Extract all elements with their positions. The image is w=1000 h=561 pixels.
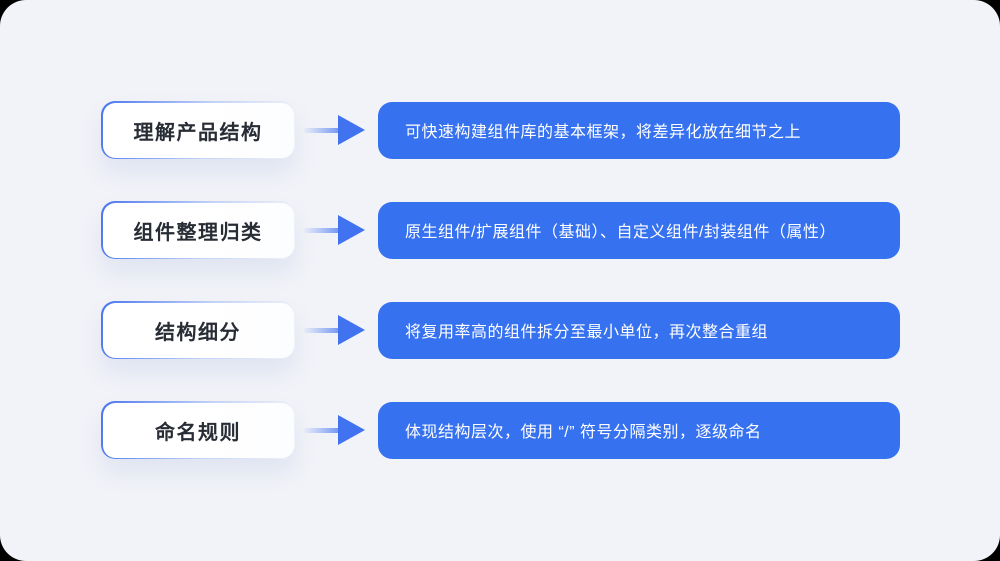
flow-row: 组件整理归类 原生组件/扩展组件（基础）、自定义组件/封装组件（属性）: [101, 201, 900, 259]
step-label-box: 命名规则: [101, 401, 295, 459]
step-label: 命名规则: [102, 402, 294, 458]
step-description: 体现结构层次，使用 “/” 符号分隔类别，逐级命名: [405, 424, 762, 441]
arrow-tail: [303, 427, 345, 433]
arrow-head: [338, 115, 365, 145]
step-description: 将复用率高的组件拆分至最小单位，再次整合重组: [405, 324, 769, 341]
step-label: 组件整理归类: [102, 202, 294, 258]
step-description-box: 可快速构建组件库的基本框架，将差异化放在细节之上: [378, 101, 900, 159]
arrow-head: [338, 415, 365, 445]
step-description: 原生组件/扩展组件（基础）、自定义组件/封装组件（属性）: [405, 224, 836, 241]
step-label: 理解产品结构: [102, 102, 294, 158]
arrow-tail: [303, 227, 345, 233]
arrow-right-icon: [303, 314, 365, 346]
step-label-box: 组件整理归类: [101, 201, 295, 259]
arrow-right-icon: [303, 414, 365, 446]
step-description-box: 将复用率高的组件拆分至最小单位，再次整合重组: [378, 301, 900, 359]
arrow-head: [338, 215, 365, 245]
arrow-tail: [303, 127, 345, 133]
flow-row: 命名规则 体现结构层次，使用 “/” 符号分隔类别，逐级命名: [101, 401, 900, 459]
step-label: 结构细分: [102, 302, 294, 358]
step-label-box: 结构细分: [101, 301, 295, 359]
arrow-right-icon: [303, 114, 365, 146]
flow-row: 结构细分 将复用率高的组件拆分至最小单位，再次整合重组: [101, 301, 900, 359]
arrow-head: [338, 315, 365, 345]
flow-row: 理解产品结构 可快速构建组件库的基本框架，将差异化放在细节之上: [101, 101, 900, 159]
step-description-box: 体现结构层次，使用 “/” 符号分隔类别，逐级命名: [378, 401, 900, 459]
step-label-box: 理解产品结构: [101, 101, 295, 159]
step-description: 可快速构建组件库的基本框架，将差异化放在细节之上: [405, 124, 802, 141]
arrow-tail: [303, 327, 345, 333]
step-description-box: 原生组件/扩展组件（基础）、自定义组件/封装组件（属性）: [378, 201, 900, 259]
arrow-right-icon: [303, 214, 365, 246]
